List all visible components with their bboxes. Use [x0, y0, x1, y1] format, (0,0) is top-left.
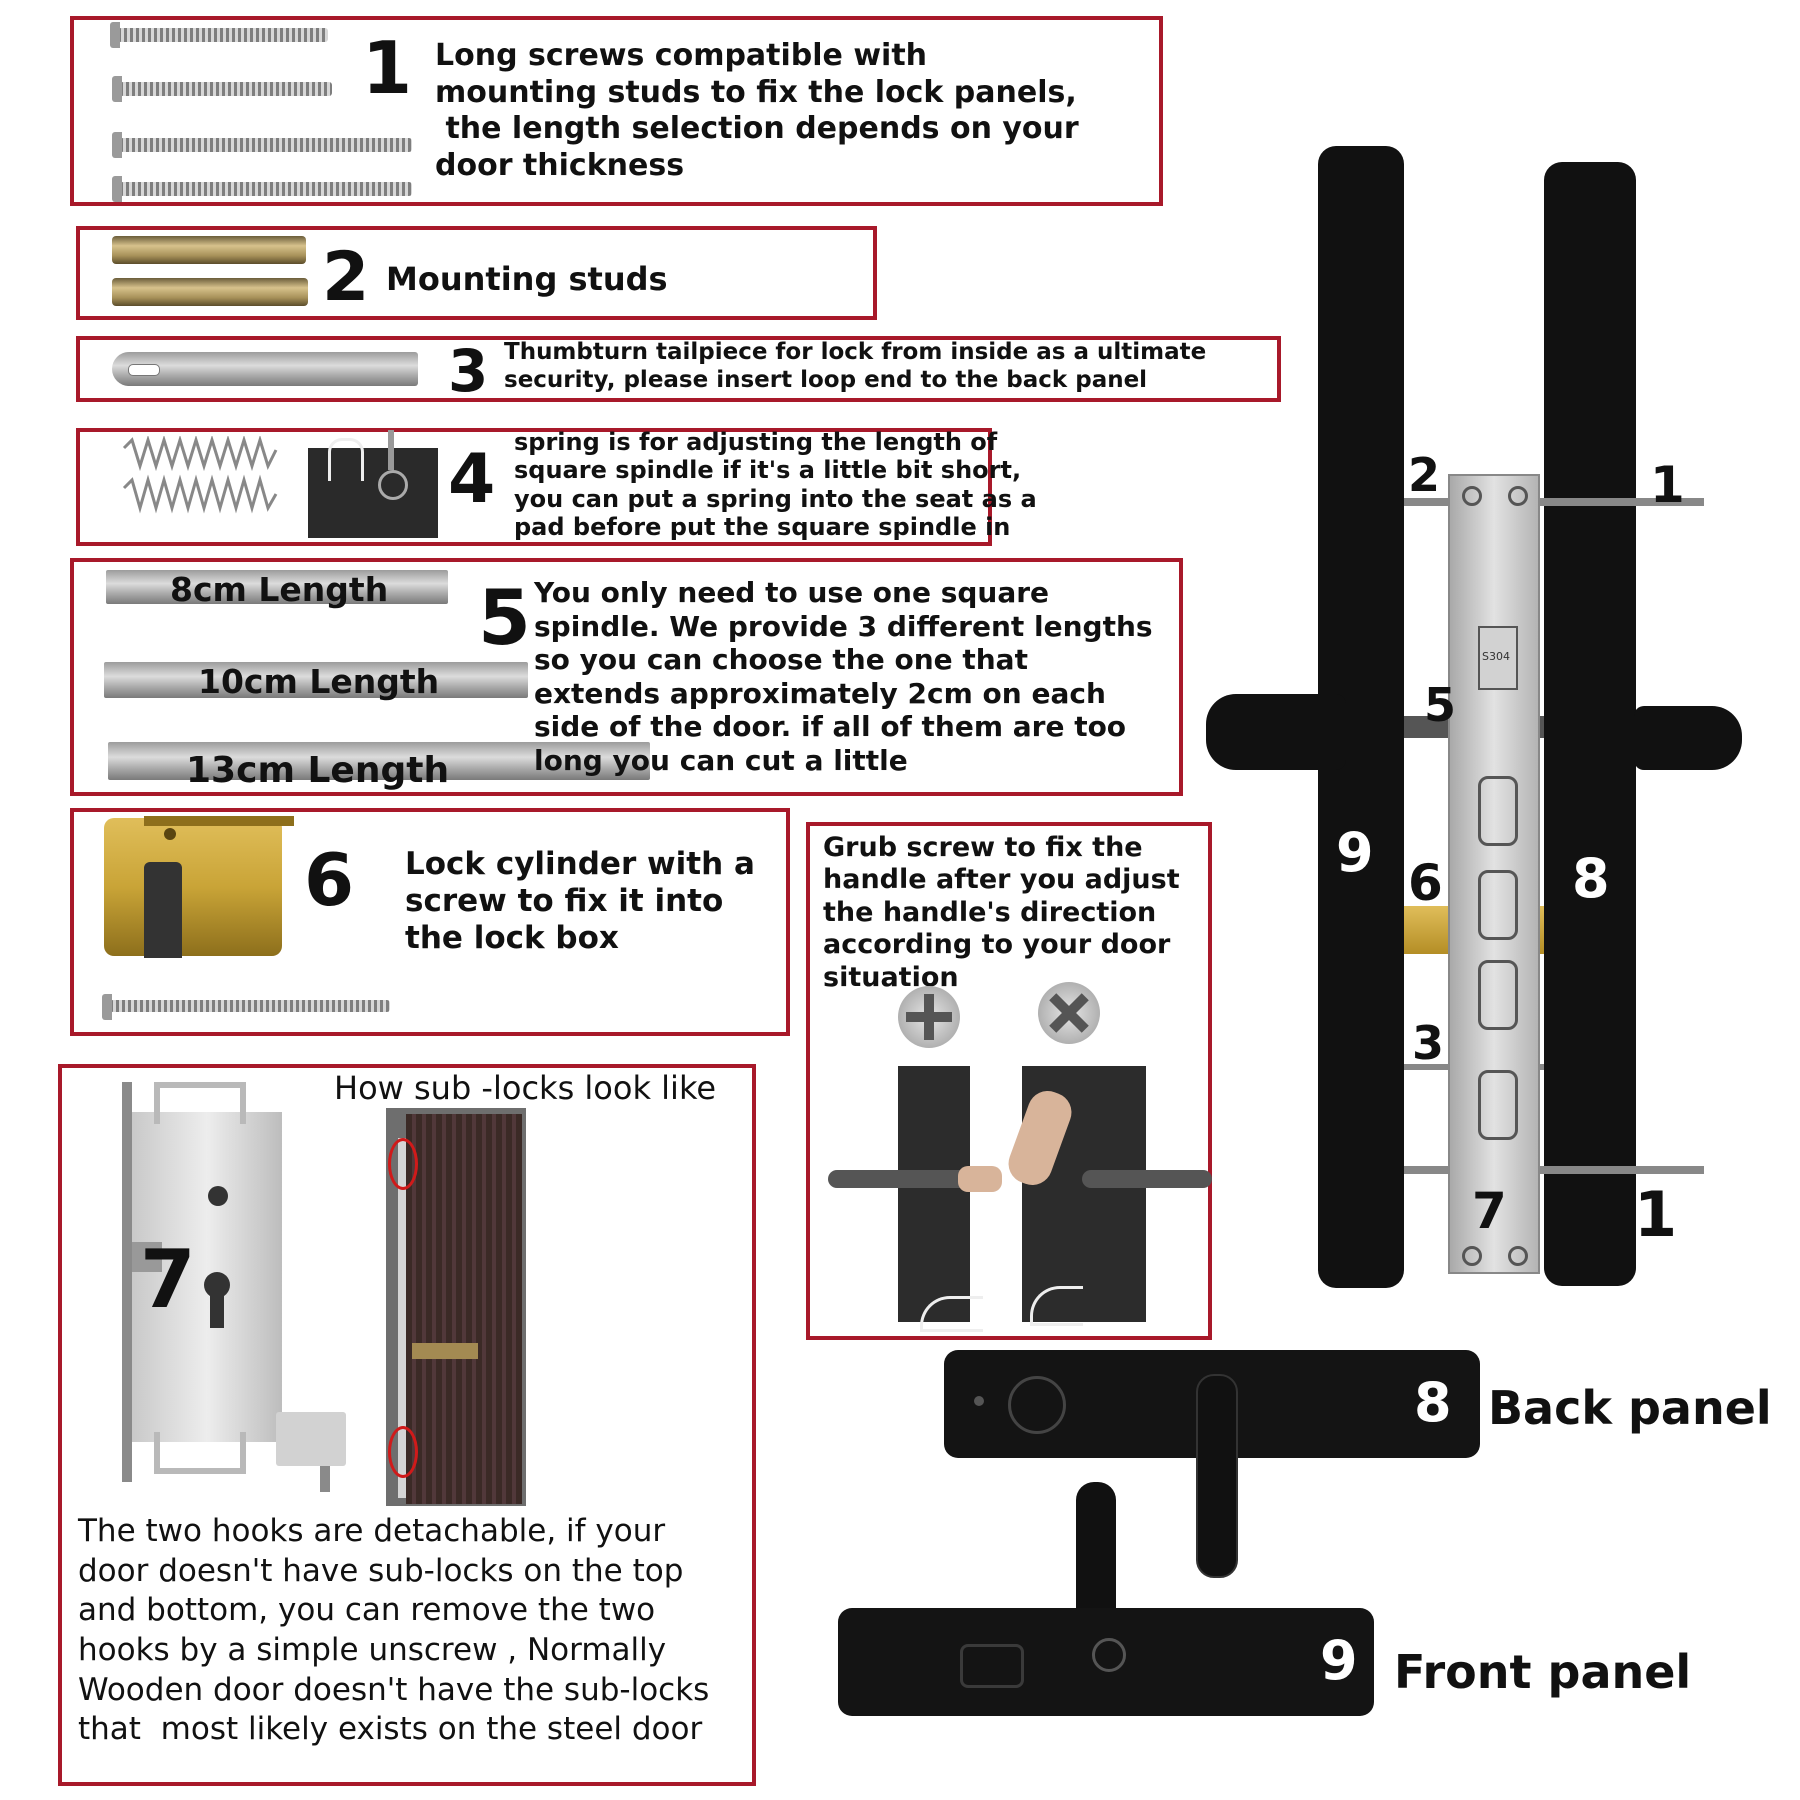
assembly-callout-1-top: 1	[1650, 456, 1685, 514]
spindle-10cm-label: 10cm Length	[198, 662, 440, 701]
back-panel-number: 8	[1414, 1371, 1452, 1434]
spindle-description: You only need to use one square spindle.…	[534, 576, 1153, 777]
back-handle-image	[1634, 706, 1742, 770]
studs-box	[76, 226, 877, 320]
back-panel-side-view	[1544, 162, 1636, 1286]
front-handle-image	[1206, 694, 1346, 770]
back-panel-image: 8	[944, 1350, 1480, 1578]
screws-box	[70, 16, 1163, 206]
spindle-8cm-bar	[106, 570, 448, 604]
spring-image	[122, 436, 278, 514]
grub-screw-box	[806, 822, 1212, 1340]
door-with-sublocks-image	[386, 1108, 526, 1506]
front-panel-side-view	[1318, 146, 1404, 1288]
lock-cylinder-image	[104, 816, 294, 958]
item-7-number: 7	[140, 1233, 196, 1326]
spindle-8cm-label: 8cm Length	[170, 570, 389, 609]
spring-box	[76, 428, 992, 546]
assembly-callout-7: 7	[1472, 1182, 1507, 1240]
front-panel-label: Front panel	[1394, 1645, 1692, 1699]
thumbturn-tailpiece-image	[112, 352, 418, 386]
cylinder-description: Lock cylinder with a screw to fix it int…	[405, 846, 755, 957]
spring-description: spring is for adjusting the length of sq…	[514, 428, 1037, 541]
spindle-13cm-bar	[108, 742, 650, 780]
spindle-13cm-label: 13cm Length	[186, 750, 450, 791]
spindle-seat-image	[308, 430, 438, 538]
assembly-callout-6: 6	[1408, 854, 1443, 912]
mortise-lock-body-image	[122, 1082, 282, 1482]
tailpiece-description: Thumbturn tailpiece for lock from inside…	[504, 339, 1207, 394]
tailpiece-box	[76, 336, 1281, 402]
cylinder-box	[70, 808, 790, 1036]
item-3-number: 3	[448, 337, 489, 405]
assembly-callout-9: 9	[1336, 821, 1374, 884]
item-4-number: 4	[448, 440, 496, 519]
lock-material-label: S304	[1482, 650, 1510, 663]
grub-screw-icon-right	[1038, 982, 1100, 1044]
item-6-number: 6	[304, 838, 355, 922]
assembly-callout-8: 8	[1572, 847, 1610, 910]
studs-label: Mounting studs	[386, 260, 668, 298]
assembly-callout-5: 5	[1424, 678, 1457, 732]
item-1-number: 1	[362, 26, 413, 110]
sublocks-description: The two hooks are detachable, if your do…	[78, 1513, 710, 1748]
sublocks-box	[58, 1064, 756, 1786]
back-panel-label: Back panel	[1488, 1381, 1772, 1435]
mortise-faceplate-image: S304	[1448, 474, 1540, 1274]
detached-hook-image	[276, 1412, 346, 1492]
front-panel-number: 9	[1320, 1629, 1358, 1692]
cylinder-screw-image	[102, 994, 390, 1020]
spindle-box	[70, 558, 1183, 796]
assembly-callout-2: 2	[1408, 448, 1441, 502]
grub-screw-photo-left	[828, 1066, 1002, 1332]
assembly-callout-3: 3	[1412, 1016, 1445, 1070]
screws-description: Long screws compatible with mounting stu…	[435, 38, 1079, 183]
grub-screw-icon-left	[898, 986, 960, 1048]
assembly-callout-1-bottom: 1	[1634, 1178, 1678, 1251]
grub-screw-description: Grub screw to fix the handle after you a…	[823, 832, 1180, 993]
item-2-number: 2	[322, 238, 370, 317]
sublocks-title: How sub -locks look like	[334, 1069, 717, 1107]
front-panel-image: 9	[838, 1608, 1374, 1716]
spindle-10cm-bar	[104, 662, 528, 698]
item-5-number: 5	[478, 573, 531, 662]
grub-screw-photo-right	[1002, 1066, 1212, 1326]
